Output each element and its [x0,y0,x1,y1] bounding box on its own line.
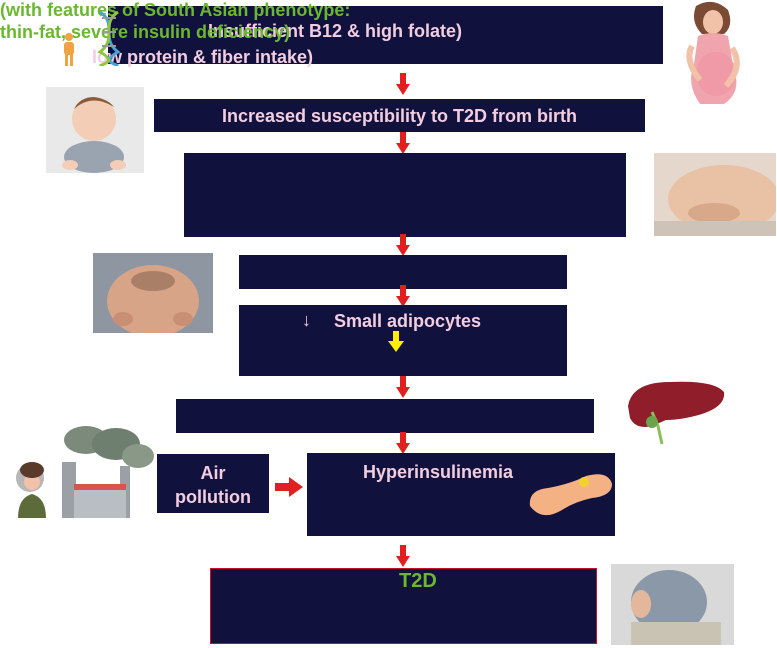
belly-photo-right [654,153,776,236]
down-arrow-5 [396,376,410,398]
yellow-down-arrow [388,331,404,352]
down-arrow-3 [396,234,410,256]
stage-box-2 [184,153,626,237]
down-arrow-1 [396,73,410,95]
hyperinsulinemia-label: Hyperinsulinemia [363,462,514,482]
pregnant-woman-image [686,1,740,104]
header-green-line-2: thin-fat, severe insulin deficiency) [0,22,291,42]
stage-box-3 [239,255,567,289]
header-pink-line-2: low protein & fiber intake) [92,47,314,67]
susceptibility-label: Increased susceptibility to T2D from bir… [221,106,578,126]
down-arrow-4 [396,285,410,307]
header-pink-line-1: Insufficient B12 & high folate) [208,21,463,41]
t2d-box [210,568,597,644]
down-arrow-2 [396,132,410,154]
pancreas-icon [529,474,612,516]
belly-man-photo [611,564,734,645]
adipocytes-down-glyph: ↓ [302,310,311,330]
top-box [108,6,663,64]
air-pollution-box [157,454,269,513]
pollution-factory-illustration [16,426,154,518]
dna-icon [97,10,121,66]
susceptibility-box [154,99,645,132]
air-pollution-label: Air pollution [175,463,251,507]
right-arrow [275,477,303,497]
t2d-label: T2D [399,570,437,592]
header-green-line-1: (with features of South Asian phenotype: [0,0,351,20]
adipocytes-box [239,305,567,376]
down-arrow-7 [396,545,410,567]
stage-box-5 [176,399,594,433]
adipocytes-label: Small adipocytes [334,311,482,331]
baby-photo [46,87,144,173]
obese-torso-photo [93,253,213,333]
liver-icon [628,381,725,445]
family-icon [64,33,74,66]
down-arrow-6 [396,432,410,454]
